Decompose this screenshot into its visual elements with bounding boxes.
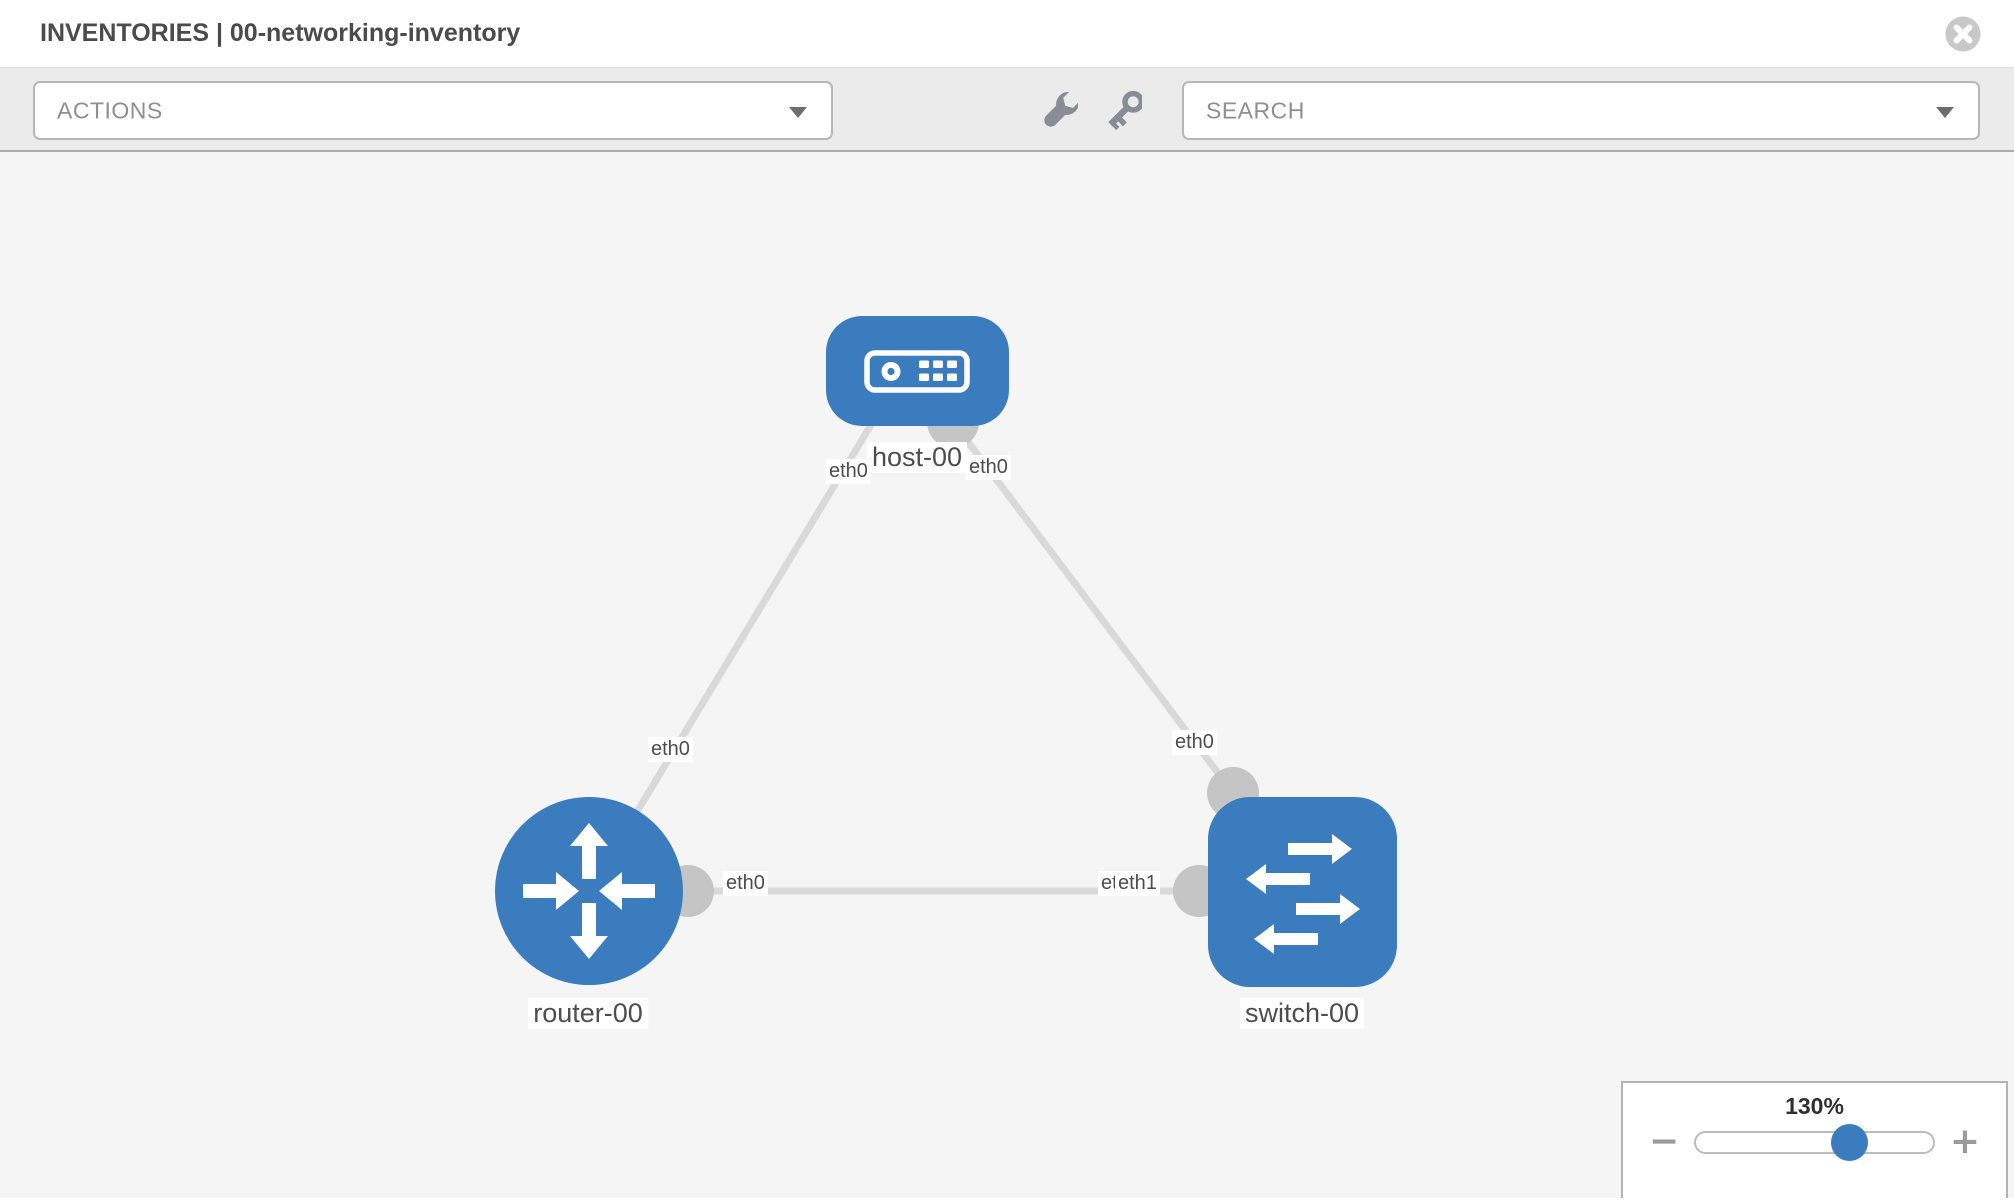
router-icon (523, 823, 655, 959)
wrench-icon (1044, 91, 1080, 127)
interface-label: eth0 (966, 455, 1011, 480)
switch-icon (1246, 834, 1360, 954)
zoom-slider[interactable] (1694, 1123, 1935, 1161)
page-title: INVENTORIES | 00-networking-inventory (40, 19, 521, 47)
zoom-level: 130% (1785, 1093, 1844, 1119)
interface-label: eth0 (648, 737, 693, 762)
zoom-in-button[interactable]: + (1949, 1121, 1980, 1162)
close-icon (1945, 16, 1981, 52)
credentials-button[interactable] (1106, 88, 1145, 134)
interface-label: eth1 (1115, 871, 1160, 896)
search-dropdown[interactable]: SEARCH (1182, 81, 1980, 140)
node-label-router: router-00 (528, 998, 648, 1029)
zoom-panel: 130% − + (1621, 1081, 2008, 1198)
node-label-switch: switch-00 (1239, 998, 1365, 1029)
zoom-slider-thumb[interactable] (1830, 1123, 1868, 1161)
close-button[interactable] (1944, 15, 1982, 53)
interface-label: eth0 (1172, 730, 1217, 755)
actions-dropdown-label: ACTIONS (57, 97, 163, 123)
topology-canvas[interactable]: eth0 eth0 eth0 eth0 eth0 eth0 eth1 host-… (0, 152, 2014, 1198)
interface-label: eth0 (723, 871, 768, 896)
chevron-down-icon (1936, 107, 1954, 118)
tools-button[interactable] (1042, 88, 1080, 134)
search-dropdown-label: SEARCH (1206, 97, 1305, 123)
host-icon (864, 350, 970, 393)
zoom-row: − + (1623, 1121, 2006, 1162)
node-host-00[interactable] (826, 316, 1009, 426)
zoom-out-button[interactable]: − (1649, 1121, 1680, 1162)
key-icon (1108, 90, 1145, 131)
interface-label-overlap: eth0 eth1 (1098, 871, 1170, 897)
chevron-down-icon (789, 107, 807, 118)
actions-dropdown[interactable]: ACTIONS (33, 81, 833, 140)
modal-header: INVENTORIES | 00-networking-inventory (0, 0, 2014, 68)
interface-label: eth0 (826, 459, 871, 484)
node-switch-00[interactable] (1208, 797, 1397, 987)
node-label-host: host-00 (866, 442, 968, 473)
node-router-00[interactable] (495, 797, 683, 985)
toolbar: ACTIONS SEARCH (0, 68, 2014, 152)
